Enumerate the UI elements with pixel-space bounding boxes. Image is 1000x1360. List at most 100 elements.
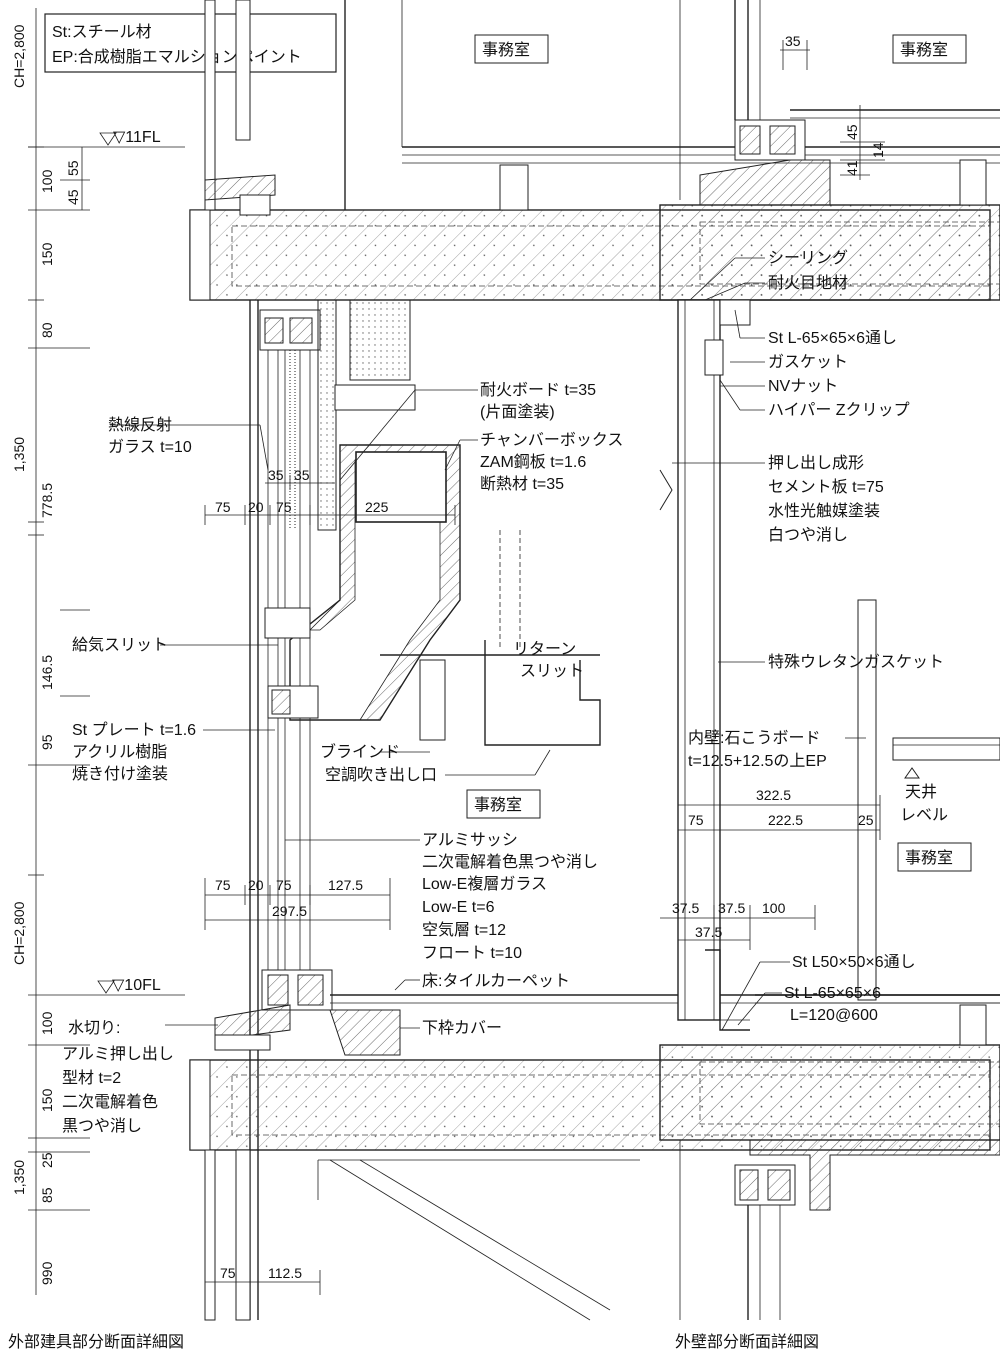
return-slit-duct: [484, 640, 601, 746]
dim-r-35: 35: [785, 33, 801, 49]
label-angle-3b: L=120@600: [790, 1007, 878, 1024]
chamber-box-insulation: [309, 444, 461, 721]
caption-right: 外壁部分断面詳細図: [675, 1332, 819, 1351]
label-blind: ブラインド: [320, 742, 400, 761]
dim-95: 95: [39, 734, 55, 750]
leader-lines-right: [672, 257, 866, 1031]
dim-1350b: 1,350: [11, 1160, 27, 1195]
fire-board-upper: [317, 299, 337, 531]
label-urethane: 特殊ウレタンガスケット: [768, 653, 944, 671]
drip-flashing: [214, 1004, 291, 1041]
dim-150a: 150: [39, 242, 55, 266]
label-plate-3: 焼き付け塗装: [72, 764, 168, 783]
label-ac-outlet: 空調吹き出し口: [325, 766, 437, 784]
dim-150b: 150: [39, 1088, 55, 1112]
legend-line-ep: EP:合成樹脂エマルションペイント: [52, 48, 302, 66]
dim-h-75d: 75: [276, 877, 292, 893]
right-section: 事務室 事務室 35 45 14 41: [659, 0, 1000, 1351]
blind-box: [419, 659, 446, 741]
label-drip-3: 型材 t=2: [62, 1069, 121, 1087]
label-sash-4: Low-E t=6: [422, 899, 495, 916]
dim-r-100: 100: [762, 900, 786, 916]
label-zclip: ハイパー Zクリップ: [768, 401, 910, 419]
label-gasket: ガスケット: [768, 353, 848, 371]
legend-line-steel: St:スチール材: [52, 23, 152, 41]
room-box-right-lower: [897, 842, 972, 872]
label-inner-1: 内壁:石こうボード: [688, 728, 820, 747]
dim-h-75c: 75: [215, 877, 231, 893]
label-angle-2: St L50×50×6通し: [792, 953, 916, 971]
angle-upper-right: [719, 299, 751, 326]
upper-sill: [204, 174, 276, 201]
dim-h-75a: 75: [215, 499, 231, 515]
dim-80: 80: [39, 322, 55, 338]
room-box-left-upper: [474, 34, 549, 64]
label-ceiling-2: レベル: [900, 807, 948, 824]
horizontal-dims-row3: [204, 1270, 321, 1295]
label-glass-2: ガラス t=10: [108, 438, 192, 456]
lower-slab-right: [659, 1044, 1000, 1141]
dim-h-20a: 20: [248, 499, 264, 515]
label-drip-1: 水切り:: [68, 1019, 120, 1037]
vertical-dim-ticks: [28, 146, 90, 1211]
horizontal-dims-row1: [204, 475, 456, 525]
dim-ch-bottom: CH=2,800: [11, 901, 27, 965]
legend-box: [44, 13, 337, 73]
room-label-left-mid: 事務室: [474, 796, 522, 814]
label-angle-1: St L-65×65×6通し: [768, 329, 897, 347]
label-fire-board-1: 耐火ボード t=35: [480, 381, 596, 399]
dim-h-35b: 35: [294, 467, 310, 483]
dim-100b: 100: [39, 1011, 55, 1035]
dim-r-37b: 37.5: [718, 900, 745, 916]
dim-r-75: 75: [688, 812, 704, 828]
dim-r-25: 25: [858, 812, 874, 828]
room-box-left-mid: [466, 789, 541, 819]
label-cement-4: 白つや消し: [768, 526, 848, 544]
label-chamber-2: ZAM鋼板 t=1.6: [480, 453, 586, 471]
label-sash-3: Low-E複層ガラス: [422, 875, 547, 893]
dim-146: 146.5: [39, 655, 55, 690]
label-sill-cover: 下枠カバー: [422, 1019, 502, 1037]
right-dims-row: [660, 795, 881, 950]
horizontal-dims-row2: [204, 878, 391, 930]
room-label-right-upper: 事務室: [900, 41, 948, 59]
dim-r-322: 322.5: [756, 787, 791, 803]
dim-25: 25: [39, 1152, 55, 1168]
label-glass-1: 熱線反射: [108, 416, 172, 434]
dim-990: 990: [39, 1261, 55, 1285]
level-11fl: ▽11FL: [113, 129, 161, 146]
upper-right-dims: [780, 40, 885, 180]
caption-left: 外部建具部分断面詳細図: [8, 1333, 184, 1351]
room-label-left-upper: 事務室: [482, 41, 530, 59]
label-sealing: シーリング: [768, 249, 848, 267]
label-angle-3a: St L-65×65×6: [784, 985, 881, 1002]
dim-r-14: 14: [870, 142, 886, 158]
upper-sill-right: [699, 159, 831, 206]
room-label-right-lower: 事務室: [905, 849, 953, 867]
room-box-right-upper: [892, 34, 967, 64]
level-triangle-10fl: [97, 980, 115, 994]
label-sash-1: アルミサッシ: [422, 832, 518, 849]
ceiling-panel: [892, 737, 1000, 761]
level-triangle-11fl: [99, 132, 117, 146]
label-chamber-3: 断熱材 t=35: [480, 475, 564, 493]
sill-cover: [329, 1009, 401, 1056]
label-floor: 床:タイルカーペット: [422, 972, 570, 990]
dim-h-35a: 35: [268, 467, 284, 483]
dim-100a: 100: [39, 169, 55, 193]
dim-ch-top: CH=2,800: [11, 24, 27, 88]
dim-h-75b: 75: [276, 499, 292, 515]
label-cement-2: セメント板 t=75: [768, 478, 884, 496]
dim-h-112: 112.5: [268, 1265, 302, 1281]
level-10fl: ▽10FL: [112, 977, 161, 994]
label-chamber-1: チャンバーボックス: [480, 431, 623, 449]
label-sash-2: 二次電解着色黒つや消し: [422, 853, 598, 871]
label-cement-3: 水性光触媒塗装: [768, 501, 880, 520]
upper-mullion: [204, 0, 216, 211]
label-inner-2: t=12.5+12.5の上EP: [688, 752, 827, 770]
label-return-2: スリット: [520, 663, 584, 680]
label-plate-2: アクリル樹脂: [72, 743, 167, 761]
dim-h-297: 297.5: [272, 903, 307, 919]
